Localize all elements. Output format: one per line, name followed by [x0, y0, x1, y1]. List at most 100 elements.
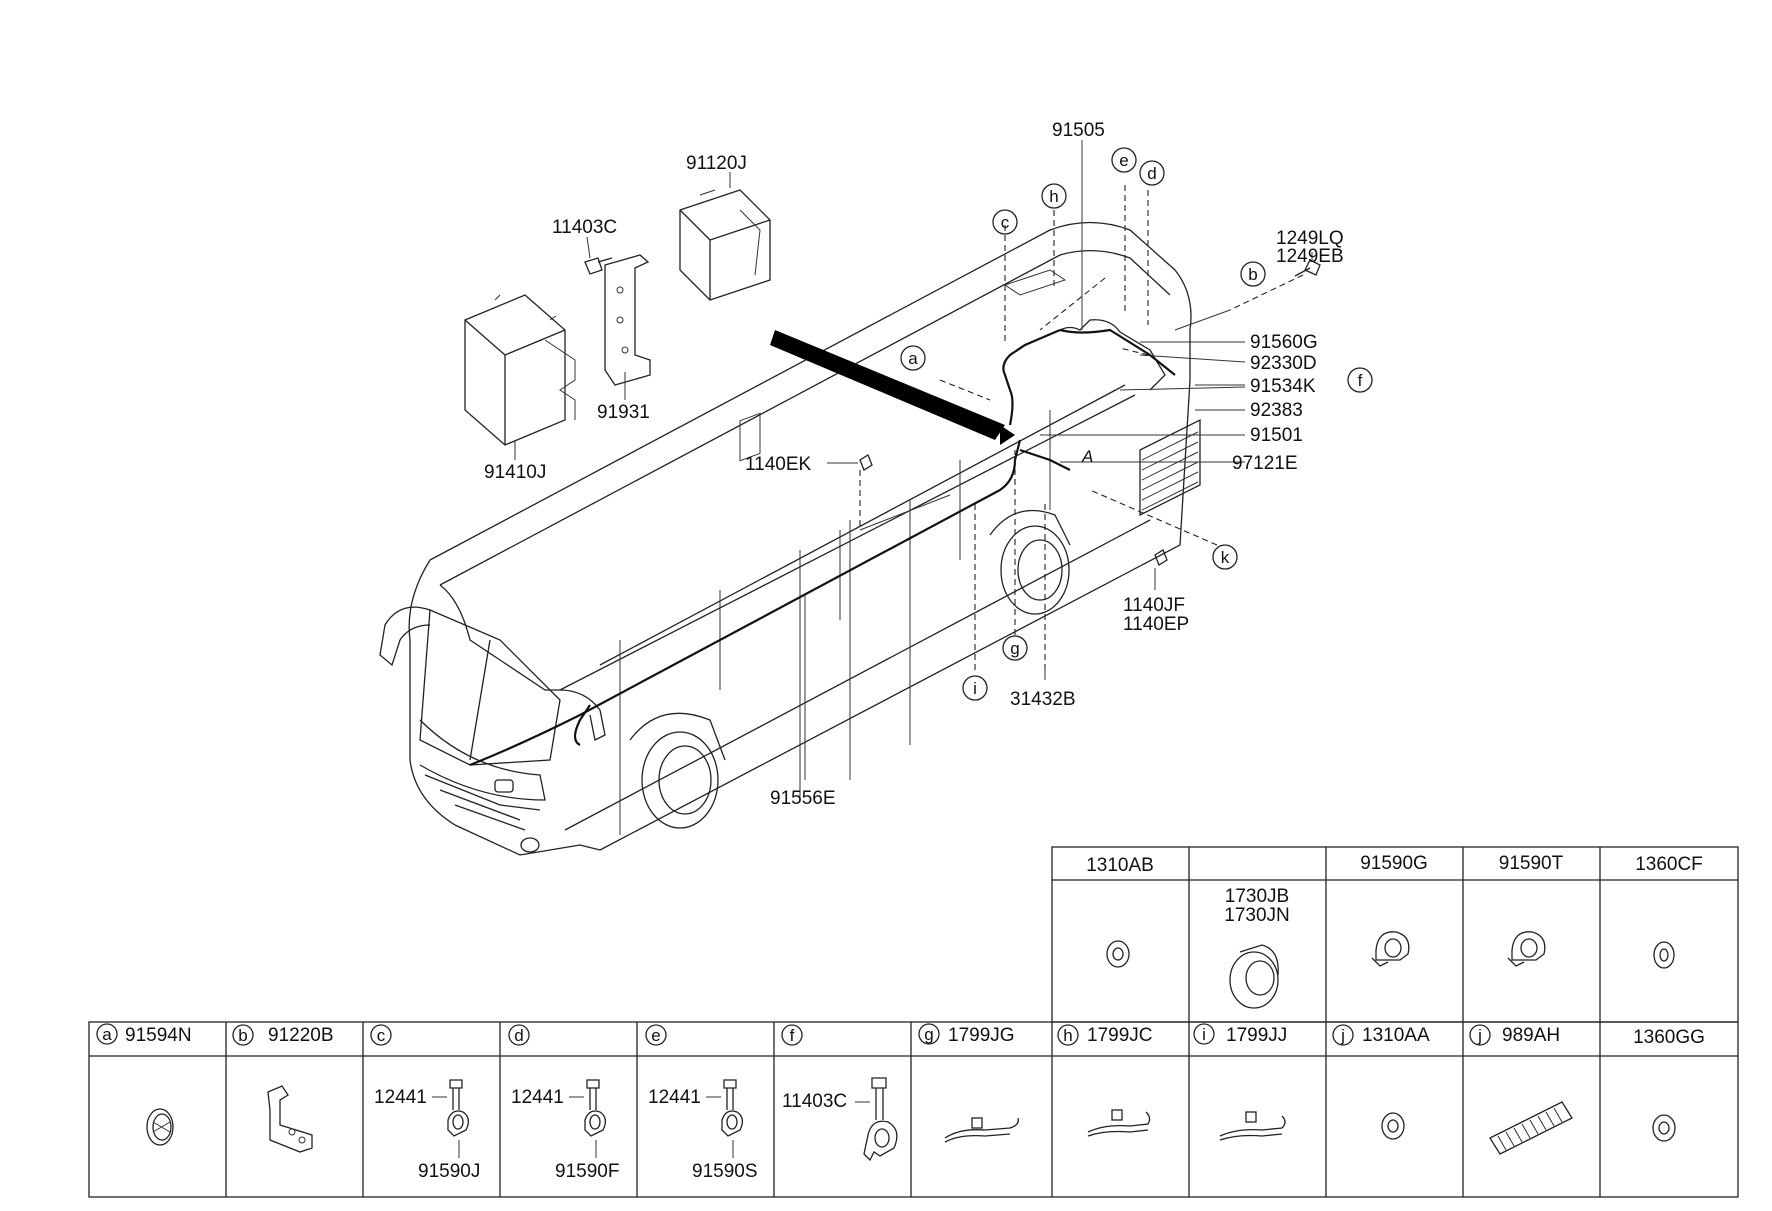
svg-text:1310AA: 1310AA — [1362, 1025, 1430, 1046]
table-top-header-4: 91590T — [1499, 853, 1564, 874]
callout-circle-i: i — [962, 675, 988, 701]
ecu-module-91120J — [679, 189, 771, 301]
table-header-b: b 91220B — [232, 1024, 334, 1046]
parts-table-top: 1310AB 91590G 91590T 1360CF 1730JB 1730J… — [1051, 846, 1739, 1023]
label-92330D: 92330D — [1250, 353, 1317, 374]
label-91556E: 91556E — [770, 788, 836, 809]
svg-text:h: h — [1063, 1026, 1072, 1045]
label-91560G: 91560G — [1250, 332, 1318, 353]
svg-text:d: d — [514, 1026, 523, 1045]
svg-text:989AH: 989AH — [1502, 1025, 1560, 1046]
svg-text:1799JG: 1799JG — [948, 1025, 1015, 1046]
callout-circle-b: b — [1240, 261, 1266, 287]
label-1249LQ: 1249LQ — [1276, 228, 1344, 249]
svg-text:91590J: 91590J — [418, 1161, 480, 1182]
leader-lines — [514, 140, 1313, 780]
svg-text:91590F: 91590F — [555, 1161, 619, 1182]
cell-e-parts: 12441 91590S — [648, 1079, 758, 1182]
callout-circle-f: f — [1347, 367, 1373, 393]
bolt-11403C — [584, 257, 613, 275]
table-header-f: f — [781, 1024, 803, 1046]
label-91534K: 91534K — [1250, 376, 1316, 397]
letter-callouts: a c h e d b f k — [900, 147, 1373, 701]
grommet-icon — [1229, 944, 1279, 1009]
label-91120J: 91120J — [686, 153, 747, 174]
label-91410J: 91410J — [484, 462, 546, 483]
svg-text:12441: 12441 — [648, 1087, 701, 1108]
svg-text:g: g — [1010, 639, 1019, 658]
cell-d-parts: 12441 91590F — [511, 1079, 619, 1182]
svg-text:c: c — [1001, 213, 1010, 232]
callout-circle-e: e — [1111, 147, 1137, 173]
cable-tie-1799JG-icon — [944, 1117, 1019, 1143]
svg-text:91220B: 91220B — [268, 1025, 334, 1046]
svg-text:i: i — [1202, 1025, 1206, 1044]
svg-text:b: b — [1248, 265, 1257, 284]
cable-tie-1799JJ-icon — [1219, 1111, 1286, 1141]
callout-circle-a: a — [900, 345, 926, 371]
svg-text:f: f — [790, 1026, 795, 1045]
label-31432B: 31432B — [1010, 689, 1076, 710]
wiring-harness — [469, 328, 1176, 767]
label-97121E: 97121E — [1232, 453, 1298, 474]
table-header-j1: j 1310AA — [1332, 1024, 1430, 1046]
grommet-91594N-icon — [146, 1108, 174, 1146]
table-header-j2: j 989AH — [1469, 1024, 1560, 1046]
svg-text:c: c — [377, 1026, 386, 1045]
table-header-i: i 1799JJ — [1193, 1023, 1287, 1046]
label-11403C: 11403C — [552, 217, 617, 238]
svg-text:1799JJ: 1799JJ — [1226, 1025, 1287, 1046]
callout-circle-c: c — [992, 209, 1018, 235]
svg-text:k: k — [1221, 548, 1230, 567]
label-1140EK: 1140EK — [745, 454, 812, 475]
table-header-h: h 1799JC — [1057, 1024, 1153, 1046]
table-header-a: a 91594N — [96, 1023, 192, 1046]
small-fasteners — [859, 259, 1321, 566]
svg-text:e: e — [651, 1026, 660, 1045]
table-top-header-1: 1310AB — [1086, 855, 1154, 876]
cell-c-parts: 12441 91590J — [374, 1079, 480, 1182]
svg-text:1799JC: 1799JC — [1087, 1025, 1153, 1046]
svg-text:g: g — [924, 1025, 933, 1044]
label-91931: 91931 — [597, 402, 650, 423]
label-1140EP: 1140EP — [1123, 614, 1189, 635]
lock-washer-1360GG-icon — [1652, 1114, 1676, 1142]
svg-text:a: a — [102, 1025, 112, 1044]
clip-91590T-icon — [1507, 931, 1546, 967]
clip-91590G-icon — [1371, 931, 1410, 967]
svg-text:j: j — [1340, 1026, 1345, 1045]
table-header-1360GG: 1360GG — [1633, 1027, 1705, 1048]
label-A: A — [1081, 447, 1093, 466]
cell-f-parts: 11403C — [782, 1077, 898, 1162]
callout-circle-d: d — [1139, 160, 1165, 186]
parts-table-bottom: a 91594N b 91220B c d e f g 1799JG — [88, 1021, 1739, 1198]
label-92383: 92383 — [1250, 400, 1303, 421]
nut-icon — [1106, 940, 1130, 968]
callout-circle-h: h — [1041, 183, 1067, 209]
svg-text:12441: 12441 — [511, 1087, 564, 1108]
svg-text:i: i — [973, 679, 977, 698]
table-header-g: g 1799JG — [918, 1023, 1015, 1046]
table-header-c: c — [370, 1024, 392, 1046]
svg-text:b: b — [238, 1026, 247, 1045]
svg-text:91590S: 91590S — [692, 1161, 758, 1182]
svg-text:f: f — [1358, 371, 1363, 390]
bus-illustration — [379, 221, 1201, 856]
svg-text:e: e — [1119, 151, 1128, 170]
svg-text:a: a — [908, 349, 918, 368]
table-top-header-5: 1360CF — [1635, 854, 1703, 875]
nut-1310AA-icon — [1381, 1112, 1405, 1140]
label-91501: 91501 — [1250, 425, 1303, 446]
label-1140JF: 1140JF — [1123, 595, 1185, 616]
table-top-part-1730JB: 1730JB — [1225, 886, 1289, 907]
cable-tie-1799JC-icon — [1087, 1109, 1151, 1137]
svg-text:d: d — [1147, 164, 1156, 183]
svg-text:12441: 12441 — [374, 1087, 427, 1108]
table-header-e: e — [645, 1024, 667, 1046]
bracket-91220B-icon — [267, 1085, 313, 1153]
washer-icon — [1653, 941, 1675, 969]
bracket-91931 — [604, 254, 651, 386]
callout-circle-g: g — [1002, 635, 1028, 661]
svg-text:1360GG: 1360GG — [1633, 1027, 1705, 1048]
